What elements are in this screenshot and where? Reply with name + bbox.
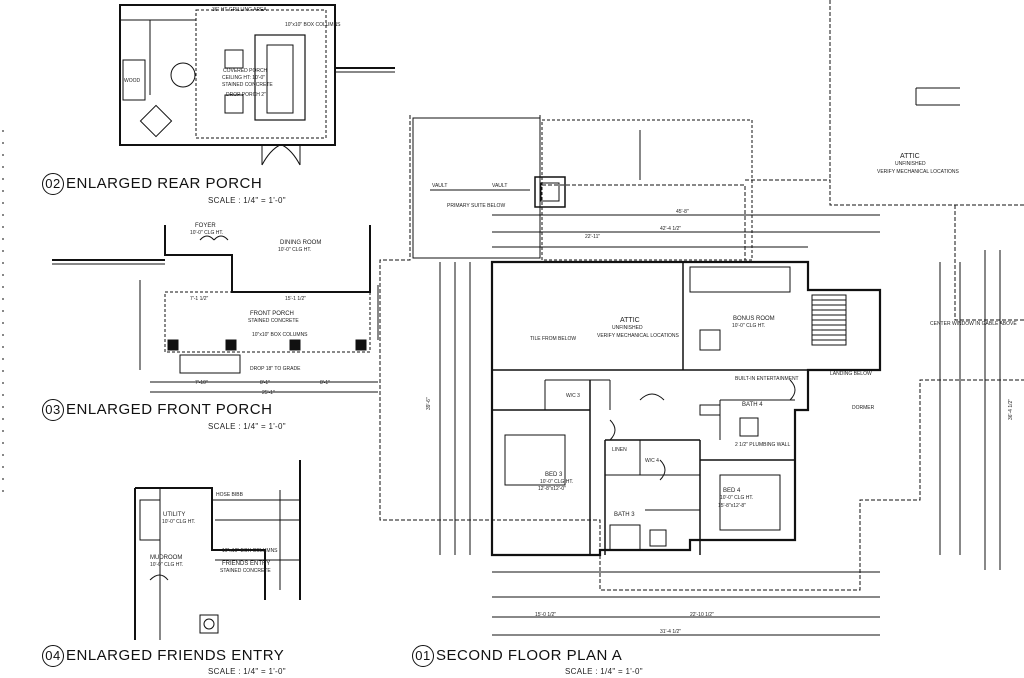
primary-suite-label: PRIMARY SUITE BELOW <box>447 203 505 209</box>
dim-top1: 42'-4 1/2" <box>660 226 681 232</box>
rear-drop-label: DROP PORCH 2" <box>226 92 266 98</box>
view-title-friends-entry-text: ENLARGED FRIENDS ENTRY <box>66 646 285 664</box>
front-foyer-label: FOYER <box>195 223 216 229</box>
front-porch-label: FRONT PORCH <box>250 311 294 317</box>
bed3-label: BED 3 <box>545 472 563 478</box>
friends-hose-bibb-label: HOSE BIBB <box>216 492 244 498</box>
front-porch-plan <box>52 225 379 393</box>
view-scale-friends-entry: SCALE : 1/4" = 1'-0" <box>208 667 286 676</box>
tile-below-label: TILE FROM BELOW <box>530 336 576 342</box>
view-scale-rear-porch: SCALE : 1/4" = 1'-0" <box>208 196 286 205</box>
bed4-label: BED 4 <box>723 488 741 494</box>
rear-porch-plan <box>2 4 395 500</box>
front-dim-total: 25'-1" <box>262 390 275 396</box>
dormer-label: DORMER <box>852 405 875 411</box>
dim-bottom: 31'-4 1/2" <box>660 629 681 635</box>
view-title-second-floor-text: SECOND FLOOR PLAN A <box>436 646 623 664</box>
builtin-label: BUILT-IN ENTERTAINMENT <box>735 376 799 382</box>
view-number-rear-porch: 02 <box>42 173 64 195</box>
front-dim-c: 8'-1" <box>320 380 330 386</box>
dim-left: 39'-6" <box>426 397 432 410</box>
view-number-front-porch: 03 <box>42 399 64 421</box>
vault-a-label: VAULT <box>432 183 447 189</box>
attic-main-note-label: VERIFY MECHANICAL LOCATIONS <box>597 333 680 339</box>
view-title-rear-porch-text: ENLARGED REAR PORCH <box>66 174 263 192</box>
dim-top2: 22'-11" <box>585 234 600 240</box>
friends-utility-ht-label: 10'-0" CLG HT. <box>162 519 195 525</box>
front-dim-b: 8'-1" <box>260 380 270 386</box>
friends-concrete-label: STAINED CONCRETE <box>220 568 271 574</box>
bonus-ht-label: 10'-0" CLG HT. <box>732 323 765 329</box>
dim-bottom3: 15'-0 1/2" <box>535 612 556 618</box>
bath4-label: BATH 4 <box>742 402 763 408</box>
center-window-label: CENTER WINDOW IN GABLE ABOVE <box>930 321 1017 327</box>
rear-grilling-label: 36" HT GRILLING AREA <box>212 7 267 13</box>
front-foyer-ht-label: 10'-0" CLG HT. <box>190 230 223 236</box>
front-dim-a: 7'-10" <box>195 380 208 386</box>
rear-columns-label: 10"x10" BOX COLUMNS <box>285 22 341 28</box>
wic4-label: W/C 4 <box>645 458 659 464</box>
rear-covered-porch-label: COVERED PORCH <box>223 68 268 74</box>
rear-ceiling-label: CEILING HT: 10'-0" <box>222 75 265 81</box>
rear-concrete-label: STAINED CONCRETE <box>222 82 273 88</box>
friends-utility-label: UTILITY <box>163 512 185 518</box>
bed4-ht-label: 10'-0" CLG HT. <box>720 495 753 501</box>
view-scale-front-porch: SCALE : 1/4" = 1'-0" <box>208 422 286 431</box>
bonus-room-label: BONUS ROOM <box>733 316 775 322</box>
friends-entry-label: FRIENDS ENTRY <box>222 561 270 567</box>
attic-right-note-label: VERIFY MECHANICAL LOCATIONS <box>877 169 960 175</box>
front-dim-d: 15'-1 1/2" <box>285 296 306 302</box>
dim-right: 36'-4 1/2" <box>1008 399 1014 420</box>
friends-columns-label: 10"x10" BOX COLUMNS <box>222 548 278 554</box>
linen-label: LINEN <box>612 447 627 453</box>
attic-right-label: ATTIC <box>900 153 920 160</box>
attic-main-label: ATTIC <box>620 317 640 324</box>
rear-wood-label: WOOD <box>124 78 140 84</box>
vault-b-label: VAULT <box>492 183 507 189</box>
bed3-dim-label: 12'-8"x12'-0" <box>538 486 566 492</box>
plumbing-wall-label: 2 1/2" PLUMBING WALL <box>735 442 790 448</box>
front-columns-label: 10"x10" BOX COLUMNS <box>252 332 308 338</box>
attic-right-sub-label: UNFINISHED <box>895 161 926 167</box>
dim-bottom2: 22'-10 1/2" <box>690 612 714 618</box>
bed3-ht-label: 10'-0" CLG HT. <box>540 479 573 485</box>
bath3-label: BATH 3 <box>614 512 635 518</box>
friends-mudroom-ht-label: 10'-0" CLG HT. <box>150 562 183 568</box>
view-number-second-floor: 01 <box>412 645 434 667</box>
front-dining-ht-label: 10'-0" CLG HT. <box>278 247 311 253</box>
view-title-front-porch-text: ENLARGED FRONT PORCH <box>66 400 273 418</box>
front-dining-label: DINING ROOM <box>280 240 321 246</box>
front-dim-e: 7'-1 1/2" <box>190 296 209 302</box>
front-drop-grade-label: DROP 18" TO GRADE <box>250 366 301 372</box>
front-concrete-label: STAINED CONCRETE <box>248 318 299 324</box>
wic3-label: W/C 3 <box>566 393 580 399</box>
view-number-friends-entry: 04 <box>42 645 64 667</box>
second-floor-plan <box>379 0 1024 636</box>
attic-main-sub-label: UNFINISHED <box>612 325 643 331</box>
view-scale-second-floor: SCALE : 1/4" = 1'-0" <box>565 667 643 676</box>
landing-label: LANDING BELOW <box>830 371 872 377</box>
dim-overall: 45'-8" <box>676 209 689 215</box>
friends-entry-plan <box>134 460 301 640</box>
bed4-dim-label: 15'-8"x12'-8" <box>718 503 746 509</box>
friends-mudroom-label: MUDROOM <box>150 555 182 561</box>
